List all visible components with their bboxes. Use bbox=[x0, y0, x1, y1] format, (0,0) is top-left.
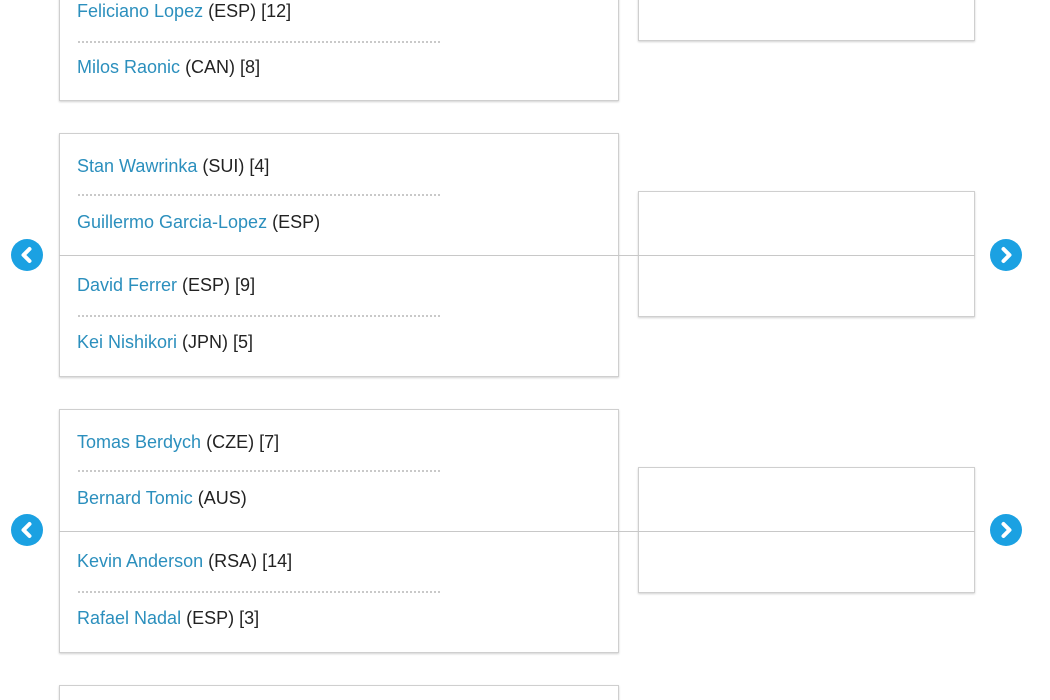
player-separator bbox=[78, 41, 440, 43]
player-line: Guillermo Garcia-Lopez (ESP) bbox=[77, 210, 320, 234]
result-panel bbox=[638, 467, 975, 593]
match-panel-top: Feliciano Lopez (ESP) [12] Milos Raonic … bbox=[59, 0, 619, 101]
chevron-right-icon bbox=[1001, 522, 1012, 538]
player-name-link[interactable]: Bernard Tomic bbox=[77, 488, 193, 508]
previous-round-button[interactable] bbox=[11, 514, 43, 546]
player-name-link[interactable]: Guillermo Garcia-Lopez bbox=[77, 212, 268, 232]
player-country-seed: (ESP) [3] bbox=[186, 608, 260, 628]
next-round-button[interactable] bbox=[990, 239, 1022, 271]
player-line: Milos Raonic (CAN) [8] bbox=[77, 55, 260, 79]
player-name-link[interactable]: Milos Raonic bbox=[77, 57, 181, 77]
player-line: Stan Wawrinka (SUI) [4] bbox=[77, 154, 269, 178]
player-line: Kei Nishikori (JPN) [5] bbox=[77, 330, 253, 354]
player-separator bbox=[78, 591, 440, 593]
player-country-seed: (CAN) [8] bbox=[185, 57, 261, 77]
player-country-seed: (ESP) [12] bbox=[208, 1, 292, 21]
match-panel-bottom bbox=[59, 685, 619, 700]
chevron-right-icon bbox=[1001, 247, 1012, 263]
player-name-link[interactable]: Kevin Anderson bbox=[77, 551, 204, 571]
player-country-seed: (AUS) bbox=[197, 488, 247, 508]
result-panel-top bbox=[638, 0, 975, 41]
next-round-button[interactable] bbox=[990, 514, 1022, 546]
player-country-seed: (RSA) [14] bbox=[208, 551, 293, 571]
chevron-left-icon bbox=[21, 522, 32, 538]
player-country-seed: (ESP) bbox=[272, 212, 321, 232]
chevron-left-icon bbox=[21, 247, 32, 263]
player-country-seed: (JPN) [5] bbox=[182, 332, 254, 352]
player-separator bbox=[78, 194, 440, 196]
player-country-seed: (SUI) [4] bbox=[202, 156, 270, 176]
player-separator bbox=[78, 470, 440, 472]
player-name-link[interactable]: Kei Nishikori bbox=[77, 332, 178, 352]
previous-round-button[interactable] bbox=[11, 239, 43, 271]
player-line: Rafael Nadal (ESP) [3] bbox=[77, 606, 259, 630]
player-name-link[interactable]: Tomas Berdych bbox=[77, 432, 202, 452]
player-line: Tomas Berdych (CZE) [7] bbox=[77, 430, 279, 454]
player-name-link[interactable]: Stan Wawrinka bbox=[77, 156, 198, 176]
bracket-connector-line bbox=[59, 255, 975, 256]
player-country-seed: (CZE) [7] bbox=[206, 432, 280, 452]
player-name-link[interactable]: Rafael Nadal bbox=[77, 608, 182, 628]
player-line: Feliciano Lopez (ESP) [12] bbox=[77, 0, 291, 23]
player-name-link[interactable]: Feliciano Lopez bbox=[77, 1, 204, 21]
player-country-seed: (ESP) [9] bbox=[182, 275, 256, 295]
player-separator bbox=[78, 315, 440, 317]
player-line: David Ferrer (ESP) [9] bbox=[77, 273, 255, 297]
player-name-link[interactable]: David Ferrer bbox=[77, 275, 178, 295]
player-line: Kevin Anderson (RSA) [14] bbox=[77, 549, 292, 573]
bracket-connector-line bbox=[59, 531, 975, 532]
result-panel bbox=[638, 191, 975, 317]
player-line: Bernard Tomic (AUS) bbox=[77, 486, 247, 510]
